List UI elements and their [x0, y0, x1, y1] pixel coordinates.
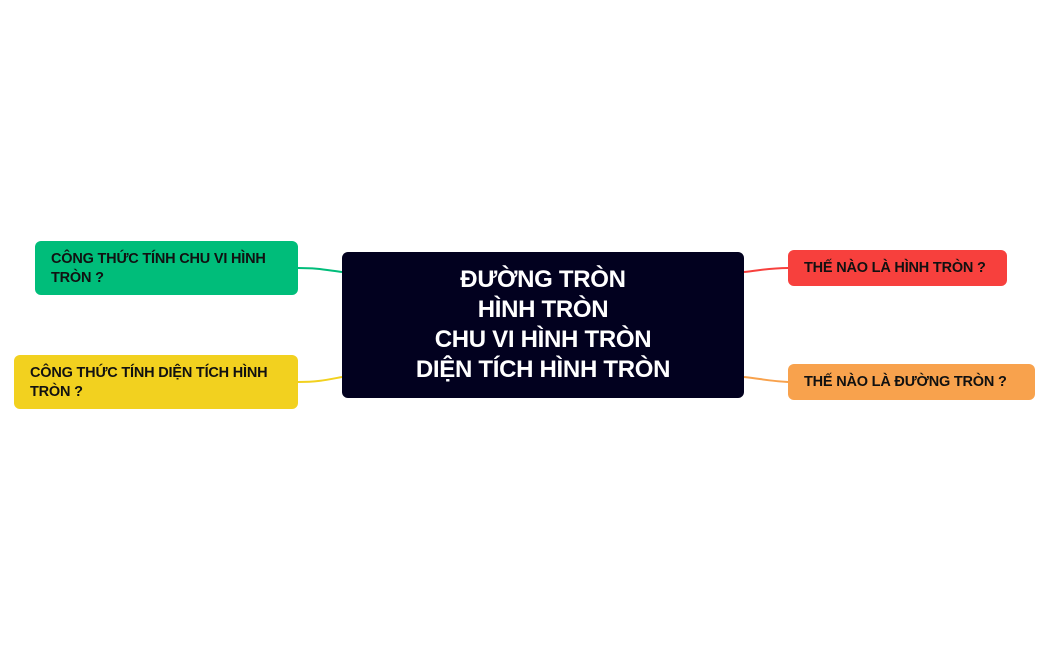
central-topic-line: DIỆN TÍCH HÌNH TRÒN	[415, 356, 671, 383]
central-topic-line: CHU VI HÌNH TRÒN	[434, 326, 652, 353]
central-topic[interactable]: ĐƯỜNG TRÒN HÌNH TRÒN CHU VI HÌNH TRÒN DI…	[342, 252, 744, 398]
branch-label: CÔNG THỨC TÍNH CHU VI HÌNH TRÒN ?	[51, 251, 266, 286]
branch-label: THẾ NÀO LÀ HÌNH TRÒN ?	[804, 260, 986, 276]
branch-label: THẾ NÀO LÀ ĐƯỜNG TRÒN ?	[804, 374, 1007, 390]
connector-circle	[743, 376, 789, 383]
central-topic-line: ĐƯỜNG TRÒN	[460, 266, 626, 293]
connector-disc	[743, 267, 789, 273]
branch-perimeter-formula[interactable]: CÔNG THỨC TÍNH CHU VI HÌNH TRÒN ?	[35, 241, 298, 295]
branch-what-is-circle[interactable]: THẾ NÀO LÀ ĐƯỜNG TRÒN ?	[788, 364, 1035, 400]
connector-area	[297, 376, 343, 383]
branch-area-formula[interactable]: CÔNG THỨC TÍNH DIỆN TÍCH HÌNH TRÒN ?	[14, 355, 298, 409]
branch-label: CÔNG THỨC TÍNH DIỆN TÍCH HÌNH TRÒN ?	[30, 365, 268, 400]
branch-what-is-disc[interactable]: THẾ NÀO LÀ HÌNH TRÒN ?	[788, 250, 1007, 286]
connector-perimeter	[297, 267, 343, 273]
central-topic-line: HÌNH TRÒN	[477, 296, 609, 323]
